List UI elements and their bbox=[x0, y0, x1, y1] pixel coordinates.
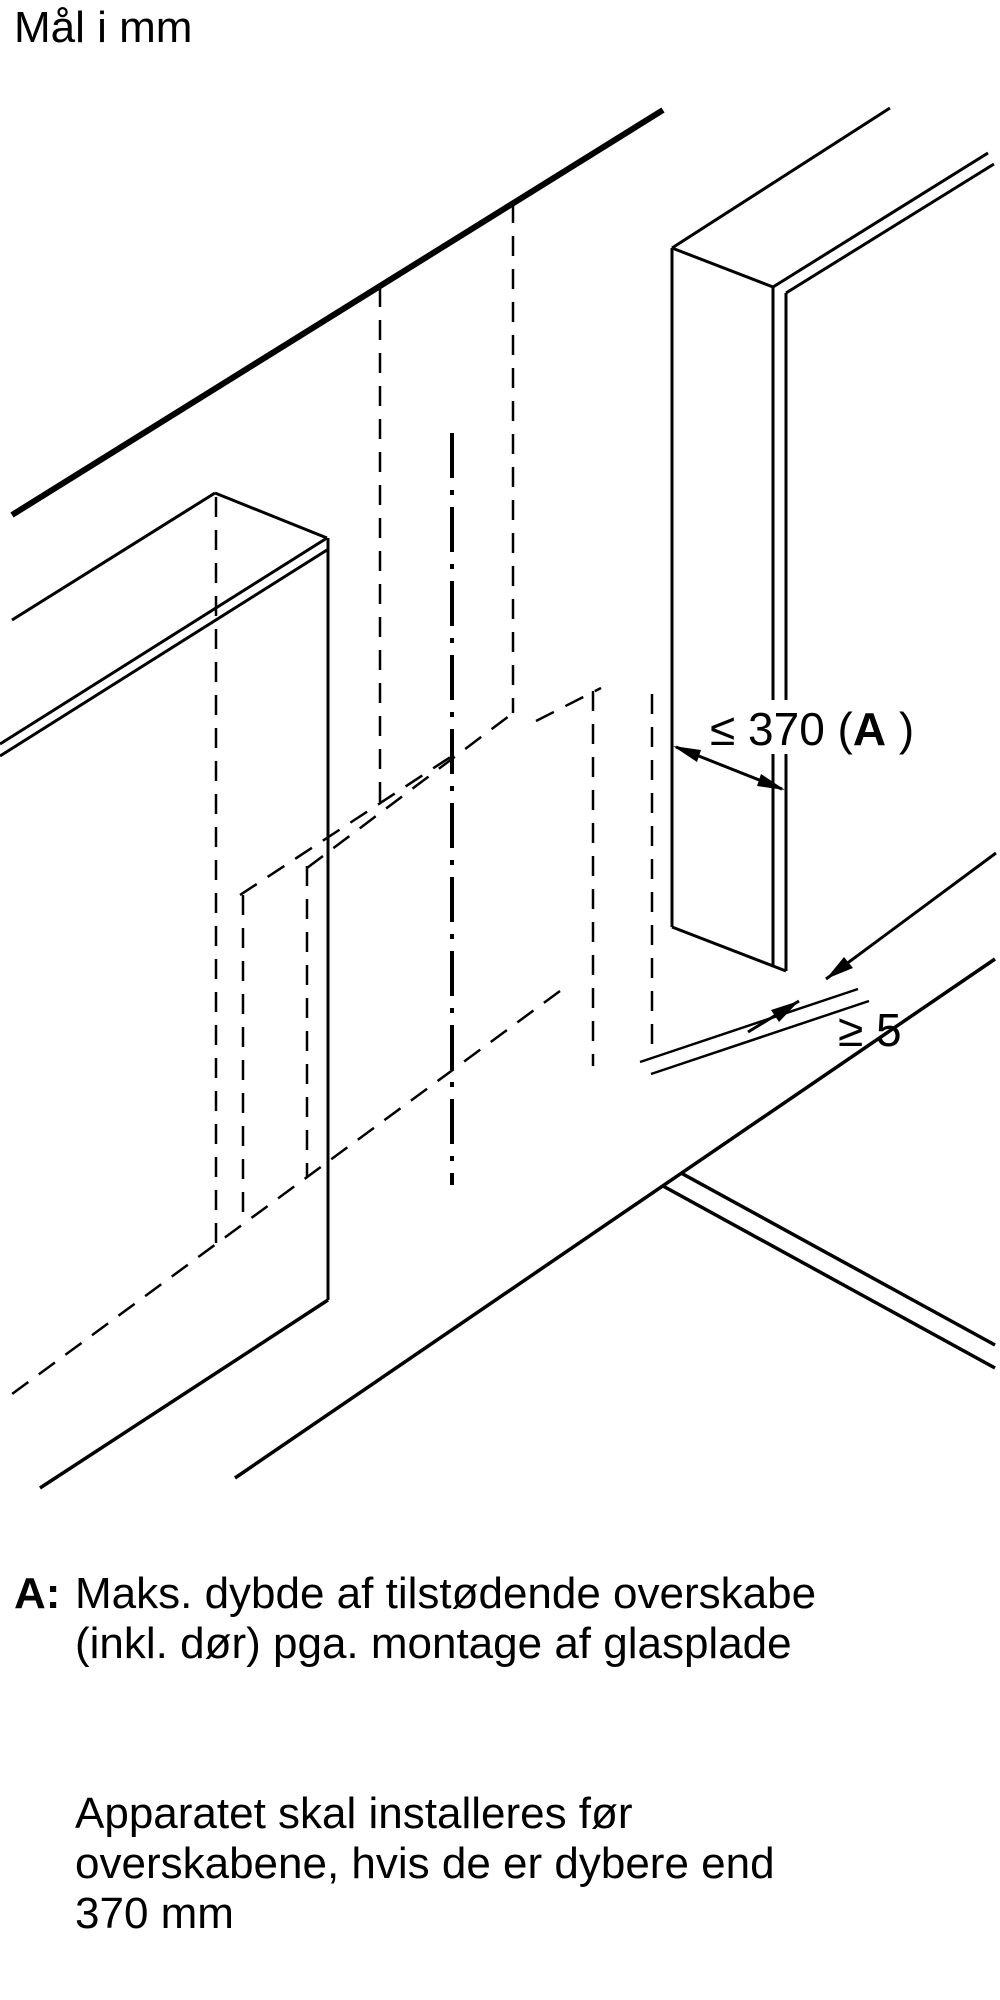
wall-edge-line bbox=[10, 107, 665, 518]
dimension-label-background bbox=[700, 700, 945, 754]
left-cabinet bbox=[0, 491, 330, 1490]
worktop-side-edge-inner bbox=[662, 1184, 996, 1370]
gap-dimension-label: ≥ 5 bbox=[838, 1004, 902, 1056]
gap-arrowhead-upper-icon bbox=[826, 957, 853, 979]
worktop-side-edge-outer bbox=[680, 1171, 996, 1347]
install-note: Apparatet skal installeres før overskabe… bbox=[75, 1789, 775, 1938]
legend-line-2: (inkl. dør) pga. montage af glasplade bbox=[75, 1619, 792, 1668]
install-note-line-2: overskabene, hvis de er dybere end bbox=[75, 1839, 775, 1888]
dimension-arrowhead-left-icon bbox=[673, 746, 701, 762]
install-note-line-3: 370 mm bbox=[75, 1889, 234, 1938]
hidden-edge-diagonal-1 bbox=[239, 754, 453, 897]
depth-dimension: ≤ 370 (A ) bbox=[673, 700, 945, 791]
legend-line-1: Maks. dybde af tilstødende overskabe bbox=[75, 1569, 816, 1618]
dimension-arrowhead-right-icon bbox=[757, 774, 785, 790]
worktop-front-edge bbox=[234, 957, 996, 1480]
worktop-edge bbox=[234, 957, 996, 1480]
legend-ref-key: A: bbox=[14, 1569, 60, 1618]
left-cabinet-door-top-edge bbox=[0, 548, 328, 758]
right-cabinet-bottom-edge bbox=[671, 925, 787, 973]
hidden-edge-diagonal-2 bbox=[306, 712, 514, 869]
legend-note: A: Maks. dybde af tilstødende overskabe … bbox=[14, 1569, 816, 1668]
left-cabinet-top-back-edge bbox=[11, 491, 216, 622]
left-cabinet-top-side-edge bbox=[214, 491, 328, 540]
gap-arrowhead-lower-icon bbox=[771, 1001, 799, 1022]
gap-dimension: ≥ 5 bbox=[747, 851, 997, 1056]
right-cabinet-top-front-edge bbox=[772, 151, 989, 289]
glass-plate-edge bbox=[639, 987, 870, 1076]
glass-plate-bottom-line bbox=[650, 999, 870, 1076]
glass-plate-top-line bbox=[639, 987, 859, 1064]
right-cabinet-top-side-edge bbox=[671, 246, 774, 289]
right-cabinet-top-back-edge bbox=[671, 106, 891, 250]
gap-leader-upper bbox=[825, 851, 997, 981]
depth-dimension-label: ≤ 370 (A ) bbox=[710, 703, 914, 755]
right-cabinet-door-top-edge bbox=[785, 162, 995, 295]
left-cabinet-top-front-edge bbox=[0, 536, 328, 746]
hidden-outline-dashed bbox=[7, 203, 654, 1399]
hidden-bottom-edge bbox=[7, 989, 561, 1399]
right-cabinet bbox=[670, 106, 995, 973]
install-note-line-1: Apparatet skal installeres før bbox=[75, 1789, 633, 1838]
hidden-edge-diagonal-3 bbox=[535, 686, 602, 723]
page-title: Mål i mm bbox=[14, 3, 192, 52]
left-cabinet-bottom-front-edge bbox=[39, 1298, 329, 1490]
